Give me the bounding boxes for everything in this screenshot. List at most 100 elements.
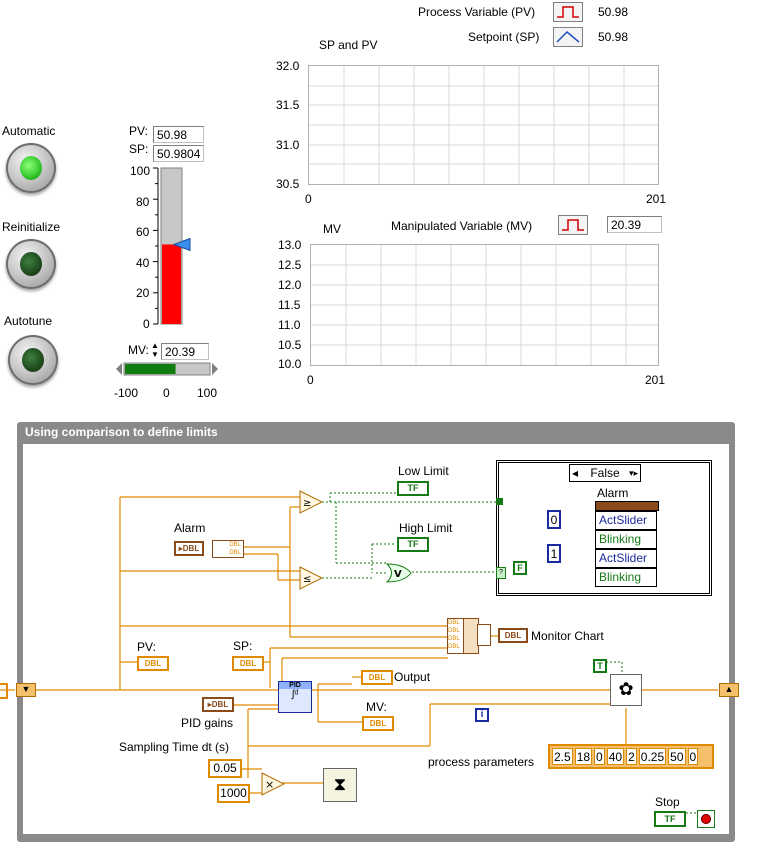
tank-tick-label: 80: [136, 195, 150, 209]
alarm-property-label: Alarm: [597, 486, 629, 500]
mv-slider-fill: [125, 364, 176, 374]
monitor-chart-label: Monitor Chart: [531, 629, 604, 643]
mv-legend-swatch[interactable]: [558, 215, 588, 235]
pid-block-title: PID: [279, 682, 311, 689]
sp-legend-swatch[interactable]: [553, 27, 583, 47]
svg-text:V: V: [394, 569, 402, 580]
actslider-property: ActSlider: [595, 511, 657, 530]
greater-comparison-icon: ≥: [299, 490, 323, 514]
param-cell: 0: [687, 748, 699, 765]
low-limit-indicator: TF: [397, 481, 429, 496]
one-constant: 1: [547, 544, 561, 563]
initial-value-constant: [0, 683, 8, 699]
sp-pv-y-tick: 30.5: [276, 177, 300, 191]
mv-legend-label: Manipulated Variable (MV): [391, 219, 533, 233]
mv-legend-value: 20.39: [607, 216, 662, 233]
mv-x-tick: 0: [307, 373, 314, 387]
case-prev-icon[interactable]: ◂: [572, 466, 579, 480]
param-cell: 0.25: [638, 748, 667, 765]
iteration-terminal: i: [475, 708, 489, 722]
mv-input[interactable]: 20.39: [161, 343, 209, 360]
sp-pv-x-tick: 0: [305, 192, 312, 206]
square-wave-icon: [562, 219, 584, 231]
tank-tick-label: 60: [136, 225, 150, 239]
mv-plot-area: [310, 244, 659, 366]
mv-tick-label: 100: [197, 386, 218, 400]
tank-gauge: [153, 167, 191, 325]
stop-sign-icon: [701, 814, 711, 824]
low-limit-label: Low Limit: [398, 464, 449, 478]
tank-tick-label: 0: [143, 317, 150, 331]
param-cell: 40: [606, 748, 625, 765]
mv-y-tick: 13.0: [278, 238, 302, 252]
pv-legend-swatch[interactable]: [553, 2, 583, 22]
case-tunnel-icon: [496, 498, 503, 505]
sp-pv-plot-area: [308, 65, 659, 185]
cluster-to-chart-icon: [477, 624, 491, 646]
pv-terminal: DBL: [137, 656, 169, 671]
mv-x-tick: 201: [645, 373, 666, 387]
blinking-property: Blinking: [595, 568, 657, 587]
monitor-chart-terminal: DBL: [498, 628, 528, 643]
reinitialize-button[interactable]: [6, 239, 56, 289]
actslider-property: ActSlider: [595, 549, 657, 568]
param-cell: 18: [574, 748, 593, 765]
case-selector[interactable]: ◂ False ▾▸: [569, 464, 641, 482]
sp-pv-y-tick: 32.0: [276, 59, 300, 73]
process-parameters-array: 2.5 18 0 40 2 0.25 50 0: [548, 744, 714, 769]
param-cell: 0: [594, 748, 605, 765]
loop-condition-icon: [697, 810, 715, 828]
ms-constant: 1000: [217, 784, 250, 803]
case-structure: ◂ False ▾▸ Alarm ActSlider Blinking ActS…: [496, 460, 712, 596]
stop-label: Stop: [655, 795, 680, 809]
square-wave-icon: [557, 6, 579, 18]
slider-right-arrow-icon: [212, 363, 218, 375]
autotune-led-icon: [22, 348, 44, 372]
mv-slider[interactable]: [114, 360, 220, 380]
sp-pv-y-tick: 31.0: [276, 138, 300, 152]
slider-left-arrow-icon: [116, 363, 122, 375]
pid-function-block: PID ∫ᵈ: [278, 681, 312, 713]
sp-legend-label: Setpoint (SP): [468, 30, 540, 44]
mv-y-tick: 11.0: [278, 318, 301, 332]
svg-text:≥: ≥: [303, 498, 311, 509]
plant-simulation-icon: ✿: [610, 674, 642, 706]
false-constant: F: [513, 561, 527, 575]
output-terminal: DBL: [361, 670, 393, 685]
tank-tick-label: 40: [136, 256, 150, 270]
true-constant: T: [593, 659, 607, 673]
sp-indicator: 50.9804: [153, 145, 204, 162]
mv-y-tick: 10.0: [278, 357, 302, 371]
sp-pv-x-tick: 201: [646, 192, 667, 206]
high-limit-indicator: TF: [397, 537, 429, 552]
mv-increment-icon[interactable]: ▲: [151, 341, 159, 350]
mv-y-tick: 12.0: [278, 278, 302, 292]
dt-constant: 0.05: [208, 759, 242, 778]
property-node-header: [595, 501, 659, 511]
shift-register-left-icon: ▼: [16, 683, 36, 697]
zero-constant: 0: [547, 510, 561, 529]
sp-pv-y-tick: 31.5: [276, 98, 300, 112]
tank-tick-label: 20: [136, 286, 150, 300]
case-next-icon[interactable]: ▾▸: [628, 468, 638, 478]
tank-tick-label: 100: [130, 164, 151, 178]
pid-graph-icon: ∫ᵈ: [291, 689, 299, 700]
param-cell: 2: [626, 748, 637, 765]
or-gate-icon: V: [386, 563, 412, 583]
automatic-button[interactable]: [6, 143, 56, 193]
autotune-button[interactable]: [8, 335, 58, 385]
shift-register-right-icon: ▲: [719, 683, 739, 697]
pv-label: PV:: [129, 124, 148, 138]
param-cell: 2.5: [552, 748, 573, 765]
param-cell: 50: [668, 748, 686, 765]
mv-y-tick: 10.5: [278, 338, 302, 352]
pv-indicator: 50.98: [153, 126, 204, 143]
stop-terminal: TF: [654, 811, 686, 827]
reinitialize-label: Reinitialize: [2, 220, 61, 234]
output-label: Output: [394, 670, 431, 684]
tank-level-fill: [162, 244, 181, 324]
mv-decrement-icon[interactable]: ▼: [151, 350, 159, 359]
case-selector-terminal-icon: ?: [496, 567, 506, 579]
multiply-icon: ×: [261, 772, 285, 796]
